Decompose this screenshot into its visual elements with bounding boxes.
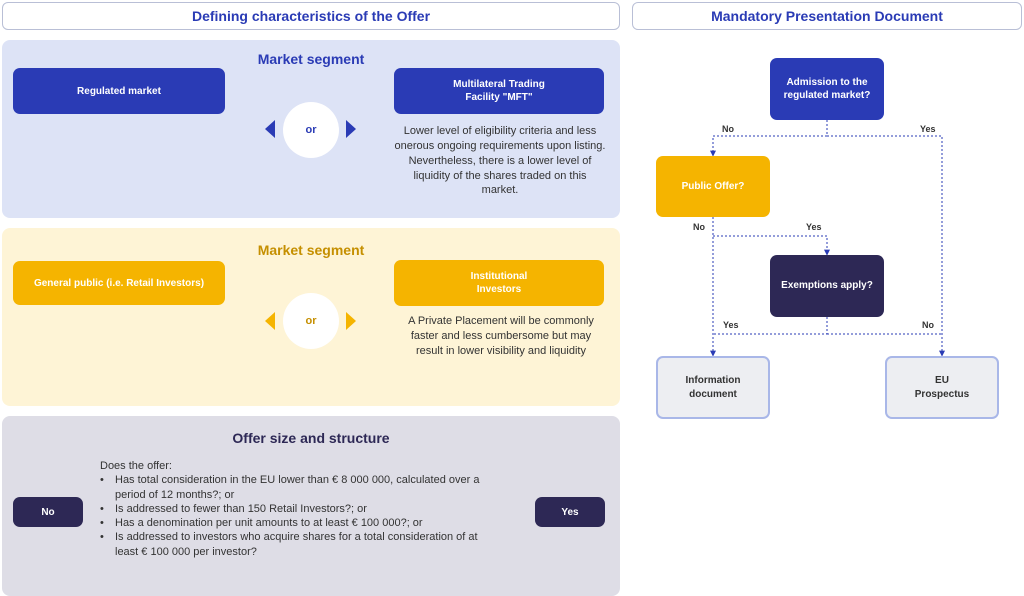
offer-no-box: No: [13, 497, 83, 527]
admission-box: Admission to the regulated market?: [770, 58, 884, 120]
offer-panel: Offer size and structure No Does the off…: [2, 416, 620, 596]
public-offer-label: Public Offer?: [681, 180, 745, 192]
offer-criteria-item: Has total consideration in the EU lower …: [100, 473, 490, 502]
left-header: Defining characteristics of the Offer: [2, 2, 620, 30]
admission-line2: regulated market?: [783, 90, 871, 101]
offer-criteria: Does the offer: Has total consideration …: [100, 459, 490, 559]
mtf-label-line1: Multilateral Trading: [453, 79, 545, 90]
connector-admission-yes: [827, 135, 945, 357]
institutional-label-line2: Investors: [476, 284, 522, 295]
or-circle-1: or: [283, 102, 339, 158]
offer-criteria-list: Has total consideration in the EU lower …: [100, 473, 490, 559]
offer-yes-box: Yes: [535, 497, 605, 527]
right-header: Mandatory Presentation Document: [632, 2, 1022, 30]
market-segment-1-title: Market segment: [257, 51, 365, 67]
information-document-box: Information document: [656, 356, 770, 419]
flow-label-yes-2: Yes: [806, 222, 822, 232]
flow-label-no-3: No: [922, 320, 934, 330]
market-segment-2-title: Market segment: [257, 242, 365, 258]
offer-no-label: No: [41, 506, 55, 518]
mtf-box: Multilateral Trading Facility "MFT": [394, 68, 604, 114]
offer-criteria-item: Is addressed to investors who acquire sh…: [100, 530, 490, 559]
offer-intro: Does the offer:: [100, 460, 172, 472]
flow-label-yes-3: Yes: [723, 320, 739, 330]
regulated-market-box: Regulated market: [13, 68, 225, 114]
institutional-description: A Private Placement will be commonly fas…: [408, 315, 594, 357]
admission-line1: Admission to the: [786, 76, 868, 88]
market-segment-panel-2: Market segment General public (i.e. Reta…: [2, 228, 620, 406]
eu-prospectus-box: EU Prospectus: [885, 356, 999, 419]
exemptions-label: Exemptions apply?: [781, 280, 873, 292]
general-public-label: General public (i.e. Retail Investors): [33, 277, 205, 289]
mtf-description: Lower level of eligibility criteria and …: [394, 125, 606, 197]
flow-label-no-1: No: [722, 124, 734, 134]
arrow-left-icon: [265, 312, 275, 330]
offer-criteria-item: Has a denomination per unit amounts to a…: [100, 516, 490, 531]
info-doc-line2: document: [689, 388, 737, 400]
left-header-text: Defining characteristics of the Offer: [191, 8, 431, 24]
or-label-2: or: [305, 315, 317, 327]
info-doc-line1: Information: [685, 375, 741, 386]
exemptions-box: Exemptions apply?: [770, 255, 884, 317]
flow-label-no-2: No: [693, 222, 705, 232]
arrow-right-icon: [346, 312, 356, 330]
offer-criteria-item: Is addressed to fewer than 150 Retail In…: [100, 502, 490, 517]
mtf-label-line2: Facility "MFT": [465, 92, 533, 103]
connector-public-yes: [713, 235, 830, 256]
arrow-right-icon: [346, 120, 356, 138]
or-circle-2: or: [283, 293, 339, 349]
connector-admission-no: [710, 120, 828, 157]
market-segment-panel-1: Market segment Regulated market or Multi…: [2, 40, 620, 218]
eu-line2: Prospectus: [914, 388, 970, 400]
flow-label-yes-1: Yes: [920, 124, 936, 134]
offer-title: Offer size and structure: [232, 430, 390, 446]
or-label-1: or: [305, 124, 317, 136]
right-header-text: Mandatory Presentation Document: [711, 8, 943, 24]
public-offer-box: Public Offer?: [656, 156, 770, 217]
eu-line1: EU: [935, 375, 949, 386]
institutional-investors-box: Institutional Investors: [394, 260, 604, 306]
regulated-market-label: Regulated market: [77, 85, 161, 97]
offer-yes-label: Yes: [561, 506, 579, 518]
institutional-label-line1: Institutional: [470, 271, 528, 282]
general-public-box: General public (i.e. Retail Investors): [13, 261, 225, 305]
arrow-left-icon: [265, 120, 275, 138]
